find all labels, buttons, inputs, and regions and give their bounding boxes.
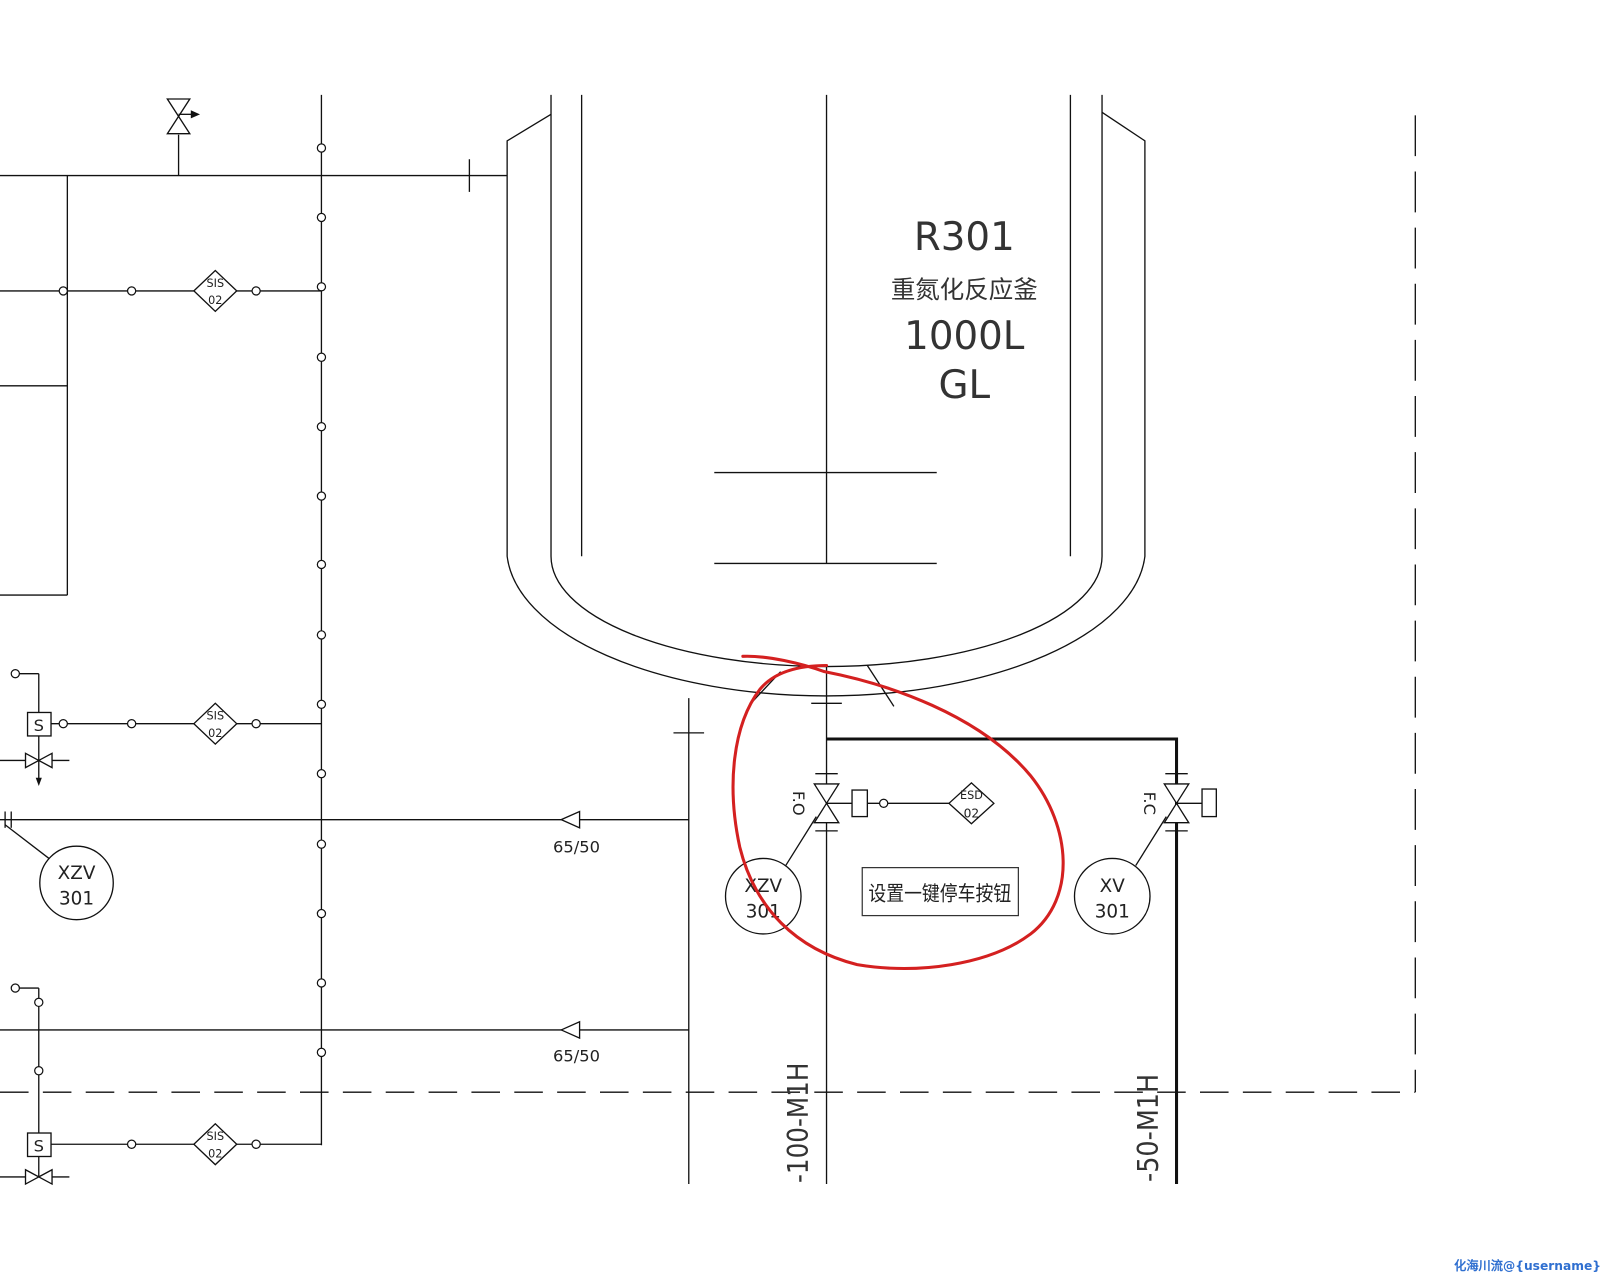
on-off-valve-icon <box>24 752 41 769</box>
signal-node <box>316 352 327 362</box>
signal-node <box>316 839 327 849</box>
signal-node <box>316 282 327 292</box>
line-number-label: -50-M1H <box>1131 1074 1165 1182</box>
valve-body-icon <box>1163 802 1190 824</box>
instrument-type: XV <box>1100 876 1126 897</box>
watermark: 化海川流@{username} <box>1454 1258 1600 1273</box>
fail-position-label: F.C <box>1140 792 1159 815</box>
on-off-valve-icon <box>24 1168 41 1186</box>
sis-number: 02 <box>208 1148 222 1161</box>
line-number-label: -100-M1H <box>781 1063 815 1183</box>
sis-label: SIS <box>207 277 225 290</box>
instrument-bubble <box>724 857 802 935</box>
sis-label: SIS <box>207 710 225 723</box>
solenoid-label: S <box>34 716 44 735</box>
instrument-type: XZV <box>744 876 782 897</box>
signal-node <box>316 143 327 153</box>
signal-node <box>251 286 261 296</box>
signal-node <box>251 719 261 729</box>
signal-node <box>316 491 327 501</box>
markup-circle <box>731 654 1065 970</box>
signal-node <box>316 1047 327 1058</box>
return-pipe-2: 65/50 <box>0 1020 689 1066</box>
vent-valve-icon <box>166 98 192 118</box>
signal-node <box>58 286 68 296</box>
signal-node <box>34 997 44 1008</box>
left-equipment-frame <box>0 175 69 596</box>
valve-body-icon <box>813 783 840 805</box>
actuator-box <box>851 789 869 818</box>
signal-node <box>316 908 327 919</box>
sis-label: SIS <box>207 1130 225 1143</box>
esd-number: 02 <box>964 807 980 821</box>
signal-node <box>878 798 889 809</box>
flow-label: 65/50 <box>553 1047 600 1066</box>
signal-node <box>126 286 137 296</box>
sis-signal-row-1: SIS 02 <box>0 269 322 313</box>
signal-bus <box>316 94 327 1146</box>
bottom-outlet-line <box>811 666 1179 1185</box>
signal-node <box>251 1139 261 1149</box>
signal-node <box>10 983 20 993</box>
sis-signal-row-2: S SIS 02 <box>0 668 322 786</box>
note-box <box>861 867 1019 917</box>
reactor-vessel: R301 重氮化反应釜 1000L GL <box>506 94 1146 707</box>
reactor-tag: R301 <box>914 215 1015 260</box>
fail-position-label: F.O <box>789 791 808 816</box>
instrument-type: XZV <box>58 863 96 884</box>
signal-node <box>316 978 327 988</box>
xv-valve: F.C XV 301 <box>1073 773 1217 935</box>
on-off-valve-icon <box>37 1168 53 1186</box>
signal-node <box>34 1066 44 1076</box>
valve-body-icon <box>1163 783 1190 805</box>
valve-body-icon <box>813 802 840 824</box>
signal-node <box>316 769 327 779</box>
left-valve-tag: XZV 301 <box>4 824 114 921</box>
branch-pipe <box>826 737 1179 1185</box>
return-pipe-1: 65/50 <box>0 810 689 856</box>
note-text: 设置一键停车按钮 <box>868 881 1011 905</box>
signal-node <box>316 421 327 432</box>
sis-signal-row-3: S SIS 02 <box>0 983 322 1186</box>
top-feed-line <box>0 98 508 192</box>
signal-node <box>126 719 137 729</box>
vent-valve-icon <box>166 115 192 135</box>
signal-node <box>316 630 327 640</box>
leader-line <box>1135 816 1167 866</box>
flow-arrow-icon <box>559 1020 581 1040</box>
signal-node <box>126 1139 137 1149</box>
esd-valve: ESD 02 F.O XZV 301 <box>724 773 995 935</box>
vent-arrow-icon <box>190 110 200 119</box>
signal-node <box>316 212 327 223</box>
flow-arrow-icon <box>559 810 581 829</box>
esd-logic-diamond <box>947 782 995 825</box>
signal-node <box>316 559 327 570</box>
signal-node <box>10 668 20 679</box>
instrument-number: 301 <box>1095 902 1130 923</box>
reactor-name: 重氮化反应釜 <box>891 275 1038 304</box>
flow-label: 65/50 <box>553 837 600 856</box>
leader-line <box>4 824 50 859</box>
instrument-bubble <box>39 845 114 921</box>
jacket-drain-line <box>673 698 705 1185</box>
signal-node <box>58 719 68 729</box>
instrument-bubble <box>1073 857 1151 935</box>
solenoid-label: S <box>34 1136 44 1155</box>
sis-number: 02 <box>208 294 222 307</box>
leader-line <box>785 816 817 866</box>
on-off-valve-icon <box>37 752 53 769</box>
reactor-material: GL <box>938 363 990 408</box>
emergency-stop-note: 设置一键停车按钮 <box>861 867 1019 917</box>
reactor-volume: 1000L <box>904 314 1025 359</box>
sis-number: 02 <box>208 727 222 740</box>
signal-node <box>316 699 327 710</box>
instrument-number: 301 <box>746 902 781 923</box>
esd-label: ESD <box>960 789 983 802</box>
drain-arrow-icon <box>35 777 42 786</box>
actuator-box <box>1201 788 1217 818</box>
instrument-number: 301 <box>59 888 94 909</box>
